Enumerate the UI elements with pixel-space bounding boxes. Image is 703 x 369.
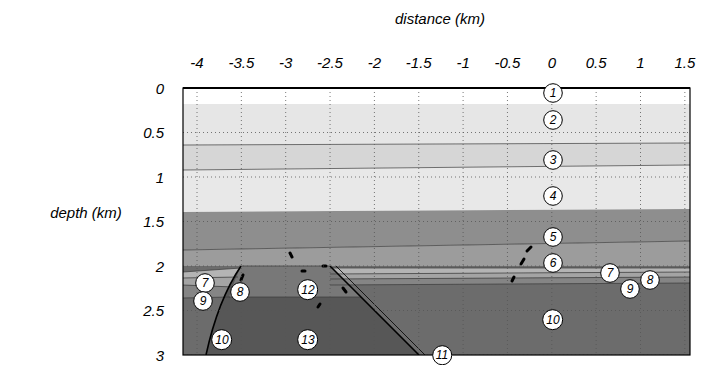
- tick-label: -1: [456, 55, 469, 70]
- layer-1: [183, 88, 690, 104]
- tick-label: 0: [156, 81, 164, 96]
- callout-number: 10: [542, 309, 563, 326]
- callout-circle: 8: [230, 282, 250, 302]
- callout-number: 10: [211, 329, 232, 346]
- tick-label: -0.5: [495, 55, 521, 70]
- layer-2: [183, 104, 690, 145]
- callout-number: 1: [543, 83, 563, 99]
- axis-title: depth (km): [50, 205, 122, 220]
- tick-label: -1.5: [406, 55, 432, 70]
- tick-label: 1.5: [674, 55, 695, 70]
- tick-label: 0.5: [586, 55, 607, 70]
- callout-number: 9: [620, 279, 640, 295]
- callout-circle: 7: [600, 263, 620, 283]
- callout-number: 2: [543, 110, 563, 126]
- tick-label: -3: [279, 55, 292, 70]
- tick-label: -4: [190, 55, 203, 70]
- callout-circle: 3: [543, 150, 563, 170]
- tick-label: -2.5: [317, 55, 343, 70]
- grid-line: [183, 310, 690, 311]
- callout-circle: 1: [543, 83, 563, 103]
- grid-line: [183, 132, 690, 133]
- callout-circle: 2: [543, 110, 563, 130]
- callout-circle: 11: [432, 345, 452, 365]
- tick-label: 0.5: [143, 125, 164, 140]
- callout-number: 13: [297, 329, 318, 346]
- grid-line: [684, 88, 685, 355]
- callout-number: 12: [297, 279, 318, 296]
- grid-line: [285, 88, 286, 355]
- callout-number: 8: [230, 282, 250, 298]
- callout-number: 11: [432, 345, 452, 361]
- callout-circle: 9: [193, 291, 213, 311]
- grid-line: [183, 177, 690, 178]
- tick-label: 2: [156, 259, 164, 274]
- plot-frame: [183, 88, 690, 355]
- tick-label: 0: [548, 55, 556, 70]
- callout-circle: 10: [211, 329, 232, 350]
- tick-label: 1: [156, 170, 164, 185]
- callout-number: 8: [640, 270, 660, 286]
- callout-circle: 6: [543, 253, 563, 273]
- callout-circle: 9: [620, 279, 640, 299]
- callout-circle: 13: [297, 329, 318, 350]
- grid-line: [330, 88, 331, 355]
- callout-circle: 4: [543, 186, 563, 206]
- grid-line: [197, 88, 198, 355]
- grid-line: [183, 221, 690, 222]
- callout-number: 7: [195, 273, 215, 289]
- layer-4: [183, 165, 690, 212]
- callout-number: 7: [600, 263, 620, 279]
- axis-title: distance (km): [395, 11, 485, 26]
- tick-label: 1: [636, 55, 644, 70]
- grid-line: [241, 88, 242, 355]
- callout-number: 6: [543, 253, 563, 269]
- callout-number: 3: [543, 150, 563, 166]
- callout-circle: 12: [297, 279, 318, 300]
- callout-circle: 10: [542, 309, 563, 330]
- tick-label: -2: [368, 55, 381, 70]
- tick-label: 3: [156, 348, 164, 363]
- grid-line: [640, 88, 641, 355]
- tick-label: -3.5: [228, 55, 254, 70]
- callout-circle: 5: [543, 227, 563, 247]
- callout-circle: 7: [195, 273, 215, 293]
- callout-circle: 8: [640, 270, 660, 290]
- layer-3: [183, 143, 690, 170]
- grid-line: [374, 88, 375, 355]
- callout-number: 5: [543, 227, 563, 243]
- tick-label: 2.5: [143, 303, 164, 318]
- callout-number: 9: [193, 291, 213, 307]
- tick-label: 1.5: [143, 214, 164, 229]
- callout-number: 4: [543, 186, 563, 202]
